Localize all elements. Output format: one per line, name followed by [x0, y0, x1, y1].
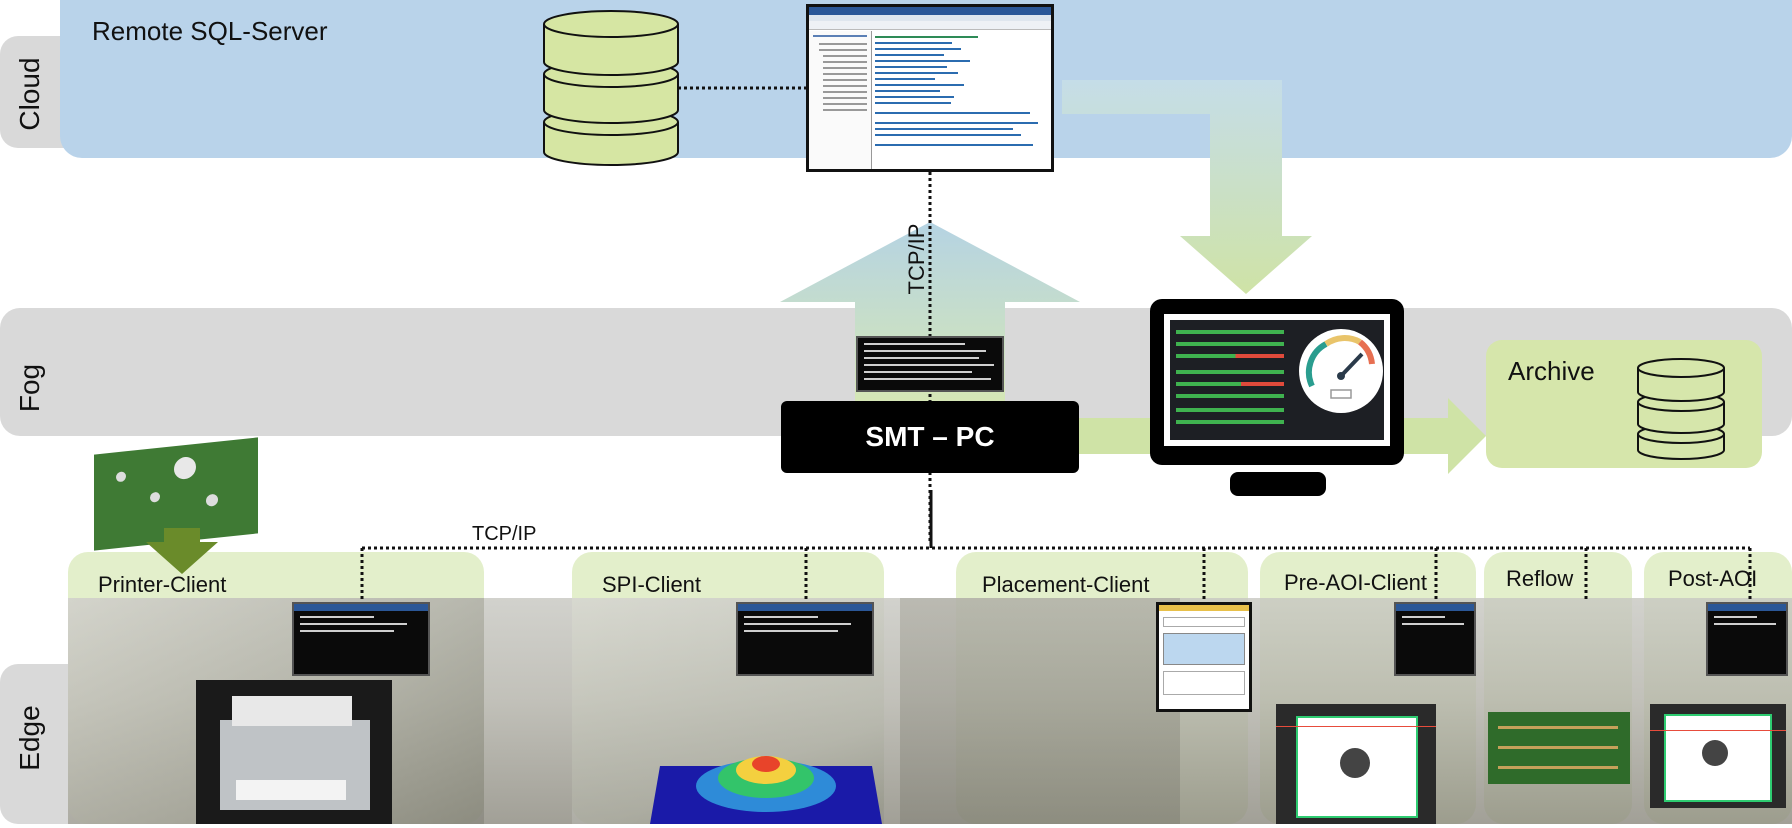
- reflow-board-image: [1488, 712, 1630, 784]
- tcpip-bus-label: TCP/IP: [472, 523, 537, 545]
- terminal-window-icon: [1394, 602, 1476, 676]
- fog-layer-label: Fog: [14, 363, 45, 413]
- spi-heightmap: [650, 756, 882, 824]
- smt-pc-box: SMT – PC: [781, 401, 1079, 473]
- pre-aoi-inspection-image: [1276, 704, 1436, 824]
- database-icon: [1637, 358, 1725, 460]
- reflow-label: Reflow: [1506, 566, 1574, 591]
- pre-aoi-client-label: Pre-AOI-Client: [1284, 570, 1428, 595]
- smt-pc-label: SMT – PC: [865, 421, 995, 452]
- download-arrow: [1062, 80, 1312, 294]
- printer-stencil-photo: [196, 680, 392, 824]
- gauge-icon: [1299, 329, 1383, 413]
- terminal-window-icon: [736, 602, 874, 676]
- placement-app-window: [1156, 602, 1252, 712]
- tcpip-vertical-label: TCP/IP: [904, 223, 929, 295]
- printer-client-label: Printer-Client: [98, 572, 227, 597]
- post-aoi-label: Post-AOI: [1668, 566, 1758, 591]
- db-to-console-link: [678, 86, 808, 90]
- terminal-window-icon: [292, 602, 430, 676]
- edge-layer-label: Edge: [14, 705, 45, 771]
- edge-layer-label-bg: [0, 664, 80, 824]
- sql-console-window: [806, 4, 1054, 172]
- archive-label: Archive: [1508, 356, 1595, 386]
- remote-sql-server-title: Remote SQL-Server: [92, 16, 328, 46]
- database-icon: [543, 10, 679, 166]
- tcpip-vertical-link: [928, 172, 932, 542]
- pcb-input-arrow: [146, 528, 218, 574]
- placement-machine: [900, 598, 1180, 824]
- terminal-window-icon: [1706, 602, 1788, 676]
- tcpip-bus: [360, 490, 1752, 602]
- spi-client-label: SPI-Client: [602, 572, 702, 597]
- post-aoi-inspection-image: [1650, 704, 1786, 808]
- placement-client-label: Placement-Client: [982, 572, 1150, 597]
- monitor-stand: [1230, 472, 1326, 496]
- smt-console-window: [856, 336, 1004, 392]
- cloud-layer-label: Cloud: [14, 57, 45, 131]
